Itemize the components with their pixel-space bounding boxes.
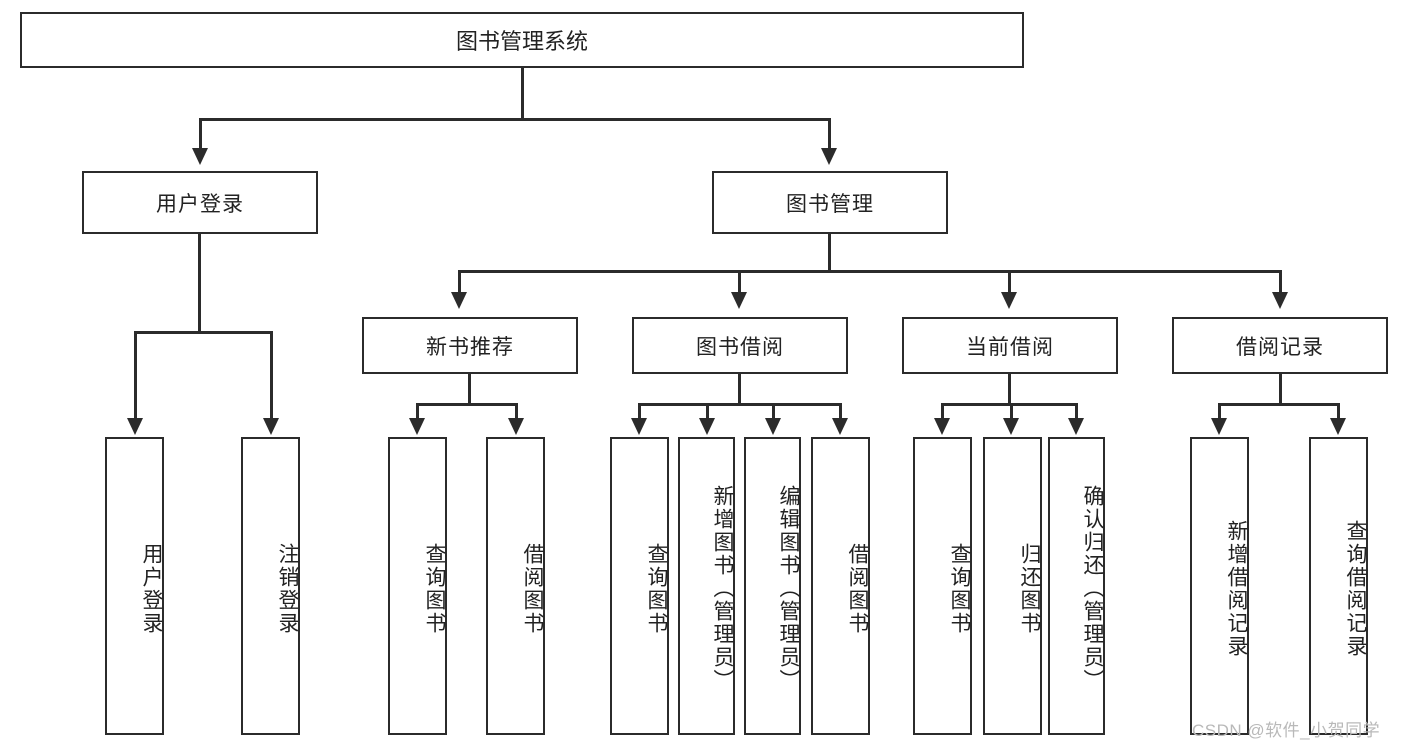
leaf-add-book-label: 新增图书（管理员）	[711, 484, 734, 692]
connector-level3-drop-2	[738, 270, 741, 294]
connector-current-borrow-bar	[941, 403, 1078, 406]
connector-level3-drop-1	[458, 270, 461, 294]
leaf-add-book[interactable]: 新增图书（管理员）	[678, 437, 735, 735]
leaf-add-borrow-record-label: 新增借阅记录	[1225, 520, 1248, 658]
connector-br-drop-2	[1337, 403, 1340, 420]
connector-user-login-stem	[198, 234, 201, 334]
arrow-leaf-return-book	[1003, 418, 1019, 435]
leaf-borrow-book-2-label: 借阅图书	[846, 543, 869, 635]
arrow-leaf-borrow-book-2	[832, 418, 848, 435]
node-borrow-record[interactable]: 借阅记录	[1172, 317, 1388, 374]
connector-user-login-drop-1	[134, 331, 137, 420]
connector-level2-bar	[199, 118, 831, 121]
node-book-manage-label: 图书管理	[786, 192, 874, 216]
leaf-borrow-book-1[interactable]: 借阅图书	[486, 437, 545, 735]
leaf-query-book-2-label: 查询图书	[645, 543, 668, 635]
arrow-level2-left	[192, 148, 208, 165]
arrow-level3-borrow-record	[1272, 292, 1288, 309]
connector-br-drop-1	[1218, 403, 1221, 420]
connector-user-login-bar	[134, 331, 273, 334]
arrow-leaf-add-book	[699, 418, 715, 435]
node-root-label: 图书管理系统	[455, 29, 588, 54]
connector-cb-drop-2	[1010, 403, 1013, 420]
leaf-user-login[interactable]: 用户登录	[105, 437, 164, 735]
leaf-logout-login[interactable]: 注销登录	[241, 437, 300, 735]
leaf-add-borrow-record[interactable]: 新增借阅记录	[1190, 437, 1249, 735]
node-book-borrow-label: 图书借阅	[696, 335, 784, 359]
connector-cb-drop-3	[1075, 403, 1078, 420]
connector-level3-bar	[458, 270, 1282, 273]
leaf-logout-login-label: 注销登录	[276, 543, 299, 635]
connector-book-borrow-bar	[638, 403, 842, 406]
connector-bb-drop-1	[638, 403, 641, 420]
connector-bb-drop-3	[772, 403, 775, 420]
node-borrow-record-label: 借阅记录	[1236, 335, 1324, 359]
connector-level3-drop-3	[1008, 270, 1011, 294]
leaf-confirm-return-label: 确认归还（管理员）	[1081, 484, 1104, 692]
leaf-return-book[interactable]: 归还图书	[983, 437, 1042, 735]
connector-borrow-record-bar	[1218, 403, 1340, 406]
watermark-text: CSDN @软件_小贺同学	[1192, 721, 1381, 740]
leaf-query-book-2[interactable]: 查询图书	[610, 437, 669, 735]
arrow-level3-book-borrow	[731, 292, 747, 309]
node-book-borrow[interactable]: 图书借阅	[632, 317, 848, 374]
connector-nbr-drop-1	[416, 403, 419, 420]
arrow-level3-current-borrow	[1001, 292, 1017, 309]
node-current-borrow[interactable]: 当前借阅	[902, 317, 1118, 374]
leaf-edit-book-label: 编辑图书（管理员）	[777, 484, 800, 692]
leaf-edit-book[interactable]: 编辑图书（管理员）	[744, 437, 801, 735]
connector-borrow-record-stem	[1279, 374, 1282, 405]
arrow-leaf-edit-book	[765, 418, 781, 435]
node-new-book-recommend-label: 新书推荐	[426, 335, 514, 359]
connector-user-login-drop-2	[270, 331, 273, 420]
leaf-user-login-label: 用户登录	[140, 543, 163, 635]
arrow-leaf-query-book-1	[409, 418, 425, 435]
leaf-query-book-1[interactable]: 查询图书	[388, 437, 447, 735]
connector-book-borrow-stem	[738, 374, 741, 405]
leaf-query-borrow-record-label: 查询借阅记录	[1344, 520, 1367, 658]
connector-bb-drop-4	[839, 403, 842, 420]
node-new-book-recommend[interactable]: 新书推荐	[362, 317, 578, 374]
connector-level2-drop-left	[199, 118, 202, 150]
connector-bb-drop-2	[706, 403, 709, 420]
node-root[interactable]: 图书管理系统	[20, 12, 1024, 68]
arrow-leaf-borrow-book-1	[508, 418, 524, 435]
node-current-borrow-label: 当前借阅	[966, 335, 1054, 359]
connector-cb-drop-1	[941, 403, 944, 420]
arrow-leaf-logout-login	[263, 418, 279, 435]
leaf-borrow-book-2[interactable]: 借阅图书	[811, 437, 870, 735]
arrow-leaf-query-borrow-record	[1330, 418, 1346, 435]
leaf-query-book-3[interactable]: 查询图书	[913, 437, 972, 735]
arrow-leaf-query-book-2	[631, 418, 647, 435]
node-user-login[interactable]: 用户登录	[82, 171, 318, 234]
arrow-leaf-query-book-3	[934, 418, 950, 435]
node-book-manage[interactable]: 图书管理	[712, 171, 948, 234]
arrow-leaf-user-login	[127, 418, 143, 435]
connector-current-borrow-stem	[1008, 374, 1011, 405]
leaf-query-book-3-label: 查询图书	[948, 543, 971, 635]
arrow-level2-right	[821, 148, 837, 165]
leaf-borrow-book-1-label: 借阅图书	[521, 543, 544, 635]
connector-new-book-recommend-stem	[468, 374, 471, 405]
connector-level3-drop-4	[1279, 270, 1282, 294]
arrow-leaf-confirm-return	[1068, 418, 1084, 435]
connector-nbr-drop-2	[515, 403, 518, 420]
leaf-confirm-return[interactable]: 确认归还（管理员）	[1048, 437, 1105, 735]
connector-book-manage-stem	[828, 234, 831, 272]
connector-level2-drop-right	[828, 118, 831, 150]
node-user-login-label: 用户登录	[156, 192, 244, 216]
leaf-query-borrow-record[interactable]: 查询借阅记录	[1309, 437, 1368, 735]
leaf-return-book-label: 归还图书	[1018, 543, 1041, 635]
connector-new-book-recommend-bar	[416, 403, 518, 406]
arrow-level3-new-book-recommend	[451, 292, 467, 309]
connector-root-stem	[521, 68, 524, 120]
leaf-query-book-1-label: 查询图书	[423, 543, 446, 635]
arrow-leaf-add-borrow-record	[1211, 418, 1227, 435]
